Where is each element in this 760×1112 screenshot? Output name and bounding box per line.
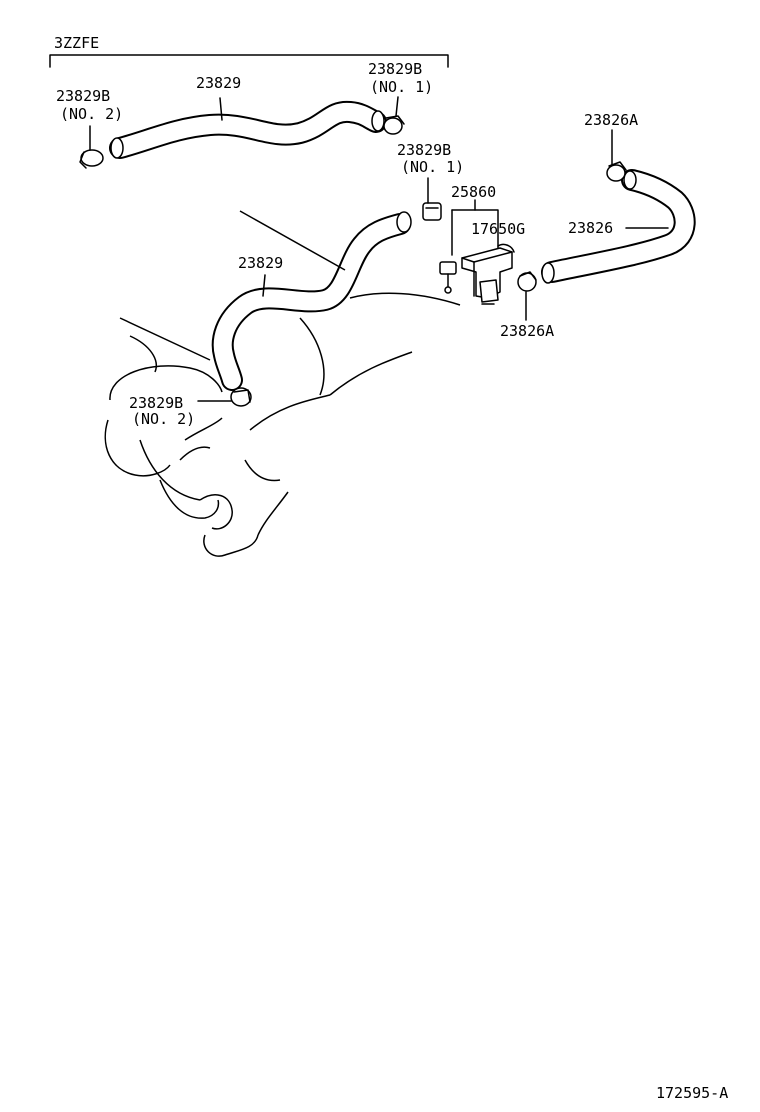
label-clamp-upper-left: 23829B: [56, 87, 110, 105]
lower-hose-23829: 23829: [211, 211, 412, 391]
clamp-upper-right: 23829B (NO. 1): [368, 60, 433, 135]
label-hose-right: 23826: [568, 219, 613, 237]
figure-id: 172595-A: [656, 1084, 728, 1102]
label-clamp-right-bottom: 23826A: [500, 322, 554, 340]
right-hose-23826: 23826: [541, 169, 696, 284]
label-clamp-upper-left-no: (NO. 2): [60, 105, 123, 123]
clamp-mid: 23829B (NO. 1): [397, 141, 464, 221]
label-clamp-lower-no: (NO. 2): [132, 410, 195, 428]
label-clamp-lower: 23829B: [129, 394, 183, 412]
engine-outline: [104, 210, 461, 557]
label-clamp-upper-right-no: (NO. 1): [370, 78, 433, 96]
clamp-right-bottom: 23826A: [500, 271, 554, 340]
upper-hose-23829: 23829: [109, 74, 387, 159]
label-clamp-upper-right: 23829B: [368, 60, 422, 78]
clamp-lower: 23829B (NO. 2): [129, 387, 252, 428]
engine-variant-bracket: 3ZZFE: [49, 34, 449, 68]
clamp-upper-left: 23829B (NO. 2): [56, 87, 123, 169]
label-clamp-right-top: 23826A: [584, 111, 638, 129]
label-hose-upper: 23829: [196, 74, 241, 92]
vsv-assembly: 25860 17650G: [439, 183, 525, 305]
label-hose-lower: 23829: [238, 254, 283, 272]
label-clamp-mid-no: (NO. 1): [401, 158, 464, 176]
engine-label: 3ZZFE: [54, 34, 99, 52]
label-clamp-mid: 23829B: [397, 141, 451, 159]
clamp-right-top: 23826A: [584, 111, 638, 182]
label-valve-assembly: 25860: [451, 183, 496, 201]
label-vsv: 17650G: [471, 220, 525, 238]
